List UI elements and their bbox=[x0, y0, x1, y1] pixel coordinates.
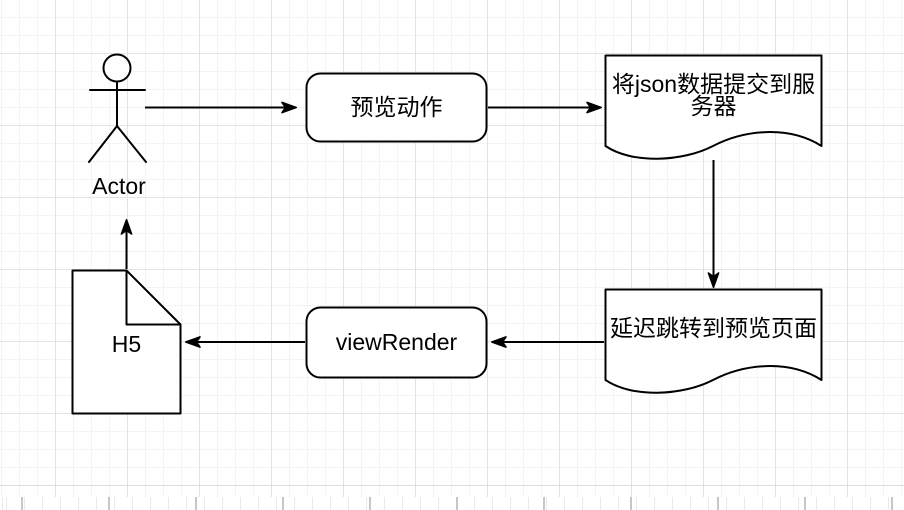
page-ruler-ticks bbox=[0, 497, 904, 510]
actor-leg-left bbox=[88, 125, 118, 163]
view-render-shape[interactable] bbox=[305, 306, 488, 379]
preview-action-shape[interactable] bbox=[305, 72, 488, 143]
page-boundary-line bbox=[0, 485, 904, 486]
delay-redirect-shape[interactable] bbox=[604, 288, 823, 394]
actor-head bbox=[102, 53, 132, 83]
h5-fold bbox=[125, 270, 181, 326]
h5-outline bbox=[71, 269, 182, 415]
h5-shape[interactable] bbox=[71, 269, 182, 415]
actor-shape[interactable] bbox=[88, 53, 147, 163]
submit-json-shape[interactable] bbox=[604, 54, 823, 160]
actor-leg-right bbox=[116, 125, 147, 163]
